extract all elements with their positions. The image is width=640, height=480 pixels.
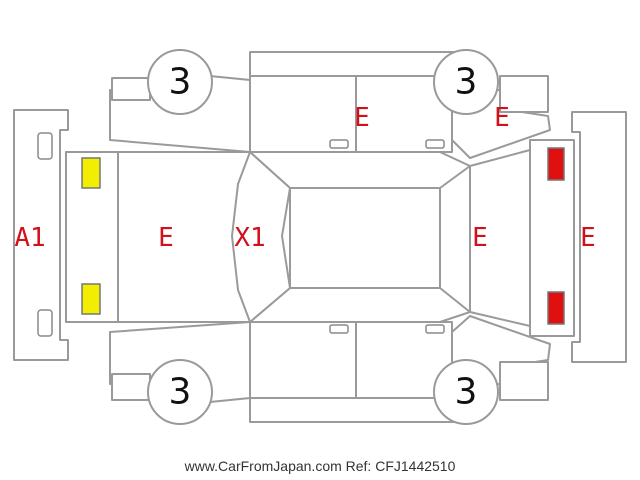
rear-lamp-icon [547,291,565,325]
roof-panel [289,187,441,289]
code-front-bumper: A1 [14,223,45,253]
rear-lamp-icon [547,147,565,181]
code-rear-left-quarter: E [494,103,510,133]
code-rear-bumper: E [580,223,596,253]
door-handle-icon [425,139,445,149]
wheel-rear-left: 3 [433,49,499,115]
wheel-rear-right: 3 [433,359,499,425]
code-roof-rear-glass: E [472,223,488,253]
wheel-front-right: 3 [147,359,213,425]
wheel-front-left: 3 [147,49,213,115]
front-bumper [13,109,69,361]
front-lamp-icon [81,157,101,189]
wheel-grade-rear-right: 3 [455,372,478,413]
wheel-grade-front-right: 3 [169,372,192,413]
front-lamp-icon [81,283,101,315]
door-handle-icon [329,324,349,334]
code-rear-left-door: E [354,103,370,133]
rear-glass-panel [439,165,471,313]
door-handle-icon [329,139,349,149]
wheel-grade-rear-left: 3 [455,62,478,103]
reference-footer: www.CarFromJapan.com Ref: CFJ1442510 [184,458,456,474]
door-handle-icon [425,324,445,334]
rear-bumper [571,111,627,363]
top-view-body [65,139,575,337]
code-windshield: X1 [234,223,265,253]
fog-lamp-icon [37,309,53,337]
fog-lamp-icon [37,132,53,160]
code-hood: E [158,223,174,253]
wheel-grade-front-left: 3 [169,62,192,103]
